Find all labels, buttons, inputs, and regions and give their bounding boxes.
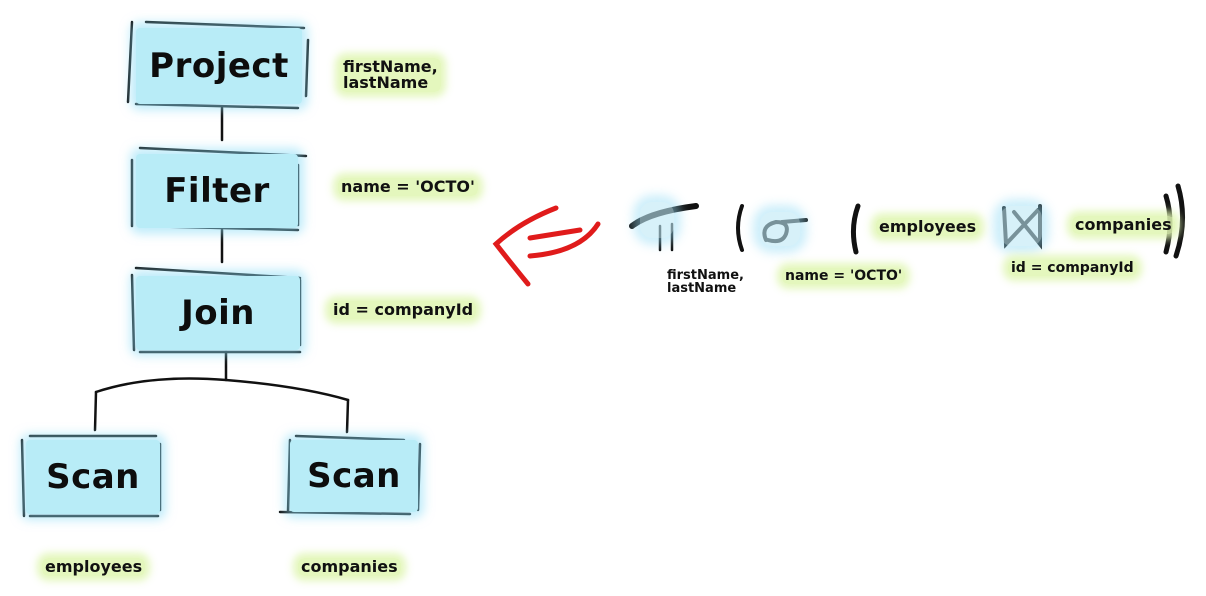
edge-to-scan-left [93,390,98,432]
join-condition-note: id = companyId [330,301,477,319]
right-relation: companies [1072,216,1175,234]
sigma-highlight [760,212,800,246]
scan-right-relation-note: companies [298,558,401,576]
selection-condition: name = 'OCTO' [782,268,906,284]
projection-attributes: firstName, lastName [667,268,744,296]
node-filter: Filter [136,154,298,228]
node-project: Project [136,28,302,104]
edge-branch-bar [94,377,350,402]
node-scan-right-label: Scan [307,456,401,496]
filter-condition-note: name = 'OCTO' [338,178,478,196]
pi-highlight [640,202,674,238]
scan-left-relation-note: employees [42,558,146,576]
node-scan-employees: Scan [26,440,160,514]
edge-to-scan-right [345,398,350,434]
join-condition: id = companyId [1008,260,1137,276]
node-filter-label: Filter [164,171,270,211]
arrow-left-icon [492,205,601,287]
node-join: Join [136,276,300,350]
bowtie-highlight [1000,206,1042,246]
node-project-label: Project [149,46,289,86]
node-scan-companies: Scan [290,440,418,512]
project-attributes-note: firstName, lastName [340,58,441,92]
left-relation: employees [876,218,980,236]
node-join-label: Join [181,293,255,333]
node-scan-left-label: Scan [46,457,140,497]
